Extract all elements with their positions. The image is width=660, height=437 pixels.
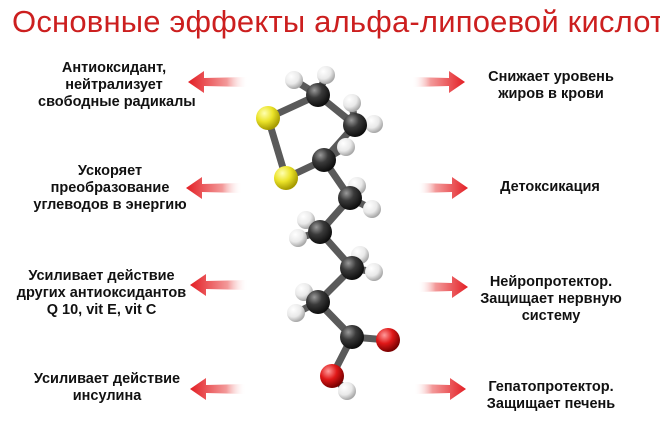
effect-line: преобразование: [50, 180, 170, 196]
effect-line: Антиоксидант,: [61, 60, 167, 76]
effect-line: Детоксикация: [500, 179, 600, 195]
red-arrow-icon: [414, 378, 466, 400]
effect-line: Защищает печень: [486, 396, 616, 412]
effect-boost-antioxidants: Усиливает действие других антиоксидантов…: [4, 268, 199, 319]
effect-neuroprotector: Нейропротектор. Защищает нервную систему: [476, 274, 626, 325]
effect-line: Нейропротектор.: [489, 274, 613, 290]
effect-detox: Детоксикация: [480, 179, 620, 196]
effect-line: Снижает уровень: [488, 69, 614, 85]
red-arrow-icon: [190, 378, 246, 400]
red-arrow-icon: [188, 71, 248, 93]
red-arrow-icon: [412, 71, 465, 93]
effect-line: Q 10, vit E, vit C: [46, 302, 157, 318]
red-arrow-icon: [190, 274, 248, 296]
effect-line: Усиливает действие: [33, 371, 181, 387]
effect-line: нейтрализует: [65, 77, 163, 93]
effect-line: жиров в крови: [498, 86, 604, 102]
effect-line: других антиоксидантов: [16, 285, 187, 301]
alpha-lipoic-acid-molecule-icon: [256, 66, 400, 400]
red-arrow-icon: [418, 177, 468, 199]
effect-lower-blood-fats: Снижает уровень жиров в крови: [476, 69, 626, 103]
effect-line: углеводов в энергию: [33, 197, 187, 213]
effect-carbohydrate-conversion: Ускоряет преобразование углеводов в энер…: [20, 163, 200, 214]
red-arrow-icon: [186, 177, 242, 199]
effect-line: инсулина: [72, 388, 142, 404]
red-arrow-icon: [418, 276, 468, 298]
effect-line: свободные радикалы: [38, 94, 196, 110]
effect-insulin: Усиливает действие инсулина: [22, 371, 192, 405]
effect-line: систему: [521, 308, 581, 324]
effect-hepatoprotector: Гепатопротектор. Защищает печень: [476, 379, 626, 413]
effect-line: Гепатопротектор.: [488, 379, 614, 395]
effect-line: Защищает нервную: [480, 291, 622, 307]
effect-antioxidant: Антиоксидант, нейтрализует свободные рад…: [38, 60, 196, 111]
page-title: Основные эффекты альфа-липоевой кислоты: [12, 4, 660, 39]
effect-line: Усиливает действие: [28, 268, 175, 284]
effect-line: Ускоряет: [77, 163, 143, 179]
